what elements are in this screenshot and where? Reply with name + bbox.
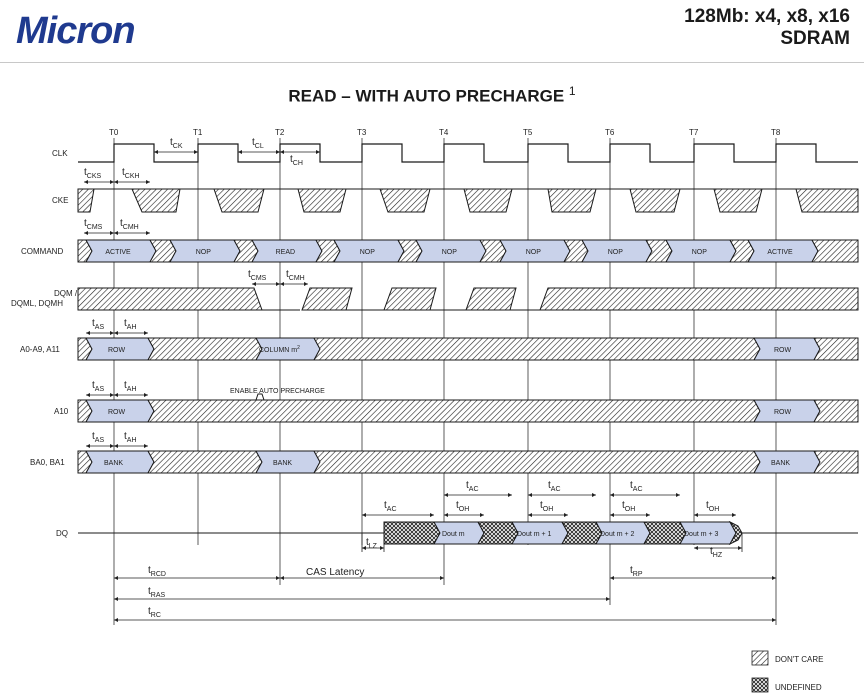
document-title: 128Mb: x4, x8, x16 SDRAM (684, 6, 850, 50)
tcks-label: tCKS (84, 167, 102, 180)
legend-undefined-label: UNDEFINED (775, 683, 822, 692)
dqm-waveform (77, 287, 859, 311)
tch-label: tCH (290, 154, 303, 167)
timing-labels: tCK tCL tCH tCKS tCKH tCMS tCMH tCMS tCMH tAS tAH t… (84, 137, 723, 619)
signal-label-ba: BA0, BA1 (30, 458, 65, 467)
legend-dont-care-swatch (751, 650, 769, 666)
tcl-label: tCL (252, 137, 264, 150)
command-label-8: ACTIVE (767, 249, 793, 256)
command-label-3: NOP (360, 249, 376, 256)
command-label-4: NOP (442, 249, 458, 256)
thz-label: tHZ (710, 546, 723, 559)
ba-bank-label-3: BANK (771, 460, 790, 467)
clock-tick-t6: T6 (605, 128, 615, 137)
clk-waveform (78, 143, 858, 163)
tac-label: tAC (384, 500, 397, 513)
clock-tick-t0: T0 (109, 128, 119, 137)
cas-latency-label: CAS Latency (306, 567, 364, 578)
tas-label-2: tAS (92, 380, 104, 393)
tcmh-label: tCMH (120, 218, 139, 231)
a10-row-label: ROW (108, 409, 126, 416)
legend-undefined-swatch (751, 677, 769, 693)
tck-label: tCK (170, 137, 183, 150)
bank-bus (77, 450, 859, 474)
signal-label-clk: CLK (52, 149, 68, 158)
toh-label: tOH (456, 500, 469, 513)
toh-label-2: tOH (540, 500, 553, 513)
a10-enable-note: ENABLE AUTO PRECHARGE (230, 388, 325, 395)
tac-label-2: tAC (466, 480, 479, 493)
timing-arrows (84, 150, 776, 622)
clock-tick-t2: T2 (275, 128, 285, 137)
trc-label: tRC (148, 606, 161, 619)
trcd-label: tRCD (148, 565, 166, 578)
command-label-1: NOP (196, 249, 212, 256)
clock-tick-t8: T8 (771, 128, 781, 137)
signal-label-command: COMMAND (21, 247, 63, 256)
diagram-title: READ – WITH AUTO PRECHARGE 1 (0, 84, 864, 107)
command-dont-care (811, 239, 859, 263)
dq-dout-m2: Dout m + 2 (600, 531, 635, 538)
tcmh-label-2: tCMH (286, 269, 305, 282)
clock-edge-lines (113, 138, 777, 625)
tas-label: tAS (92, 318, 104, 331)
clock-tick-t5: T5 (523, 128, 533, 137)
command-label-2: READ (276, 249, 295, 256)
signal-label-dq: DQ (56, 529, 68, 538)
address-bus (77, 337, 859, 361)
diagram-title-text: READ – WITH AUTO PRECHARGE (288, 86, 565, 106)
clock-tick-t7: T7 (689, 128, 699, 137)
tckh-label: tCKH (122, 167, 140, 180)
command-label-6: NOP (608, 249, 624, 256)
dq-dout-m: Dout m (442, 531, 465, 538)
addr-row-end-label: ROW (774, 347, 792, 354)
toh-label-4: tOH (706, 500, 719, 513)
command-label-0: ACTIVE (105, 249, 131, 256)
document-title-line1: 128Mb: x4, x8, x16 (684, 6, 850, 27)
diagram-title-note: 1 (568, 84, 576, 98)
tlz-label: tLZ (366, 537, 378, 550)
addr-column-note: 2 (297, 345, 300, 351)
legend-dont-care-label: DON'T CARE (775, 655, 824, 664)
command-label-5: NOP (526, 249, 542, 256)
a10-row-end-label: ROW (774, 409, 792, 416)
toh-label-3: tOH (622, 500, 635, 513)
ba-bank-label-2: BANK (273, 460, 292, 467)
ba-bank-label-1: BANK (104, 460, 123, 467)
tah-label: tAH (124, 318, 137, 331)
page-header: Micron 128Mb: x4, x8, x16 SDRAM (0, 0, 864, 63)
addr-row-label: ROW (108, 347, 126, 354)
signal-label-cke: CKE (52, 196, 68, 205)
trp-label: tRP (630, 565, 643, 578)
clock-tick-labels: T0 T1 T2 T3 T4 T5 T6 T7 T8 (109, 128, 781, 137)
tah-label-2: tAH (124, 380, 137, 393)
signal-label-a10: A10 (54, 407, 69, 416)
tac-label-3: tAC (548, 480, 561, 493)
command-bus: ACTIVE NOP READ NOP NOP NOP NOP NOP ACTIVE (77, 239, 859, 263)
tras-label: tRAS (148, 586, 166, 599)
tac-label-4: tAC (630, 480, 643, 493)
command-label-7: NOP (692, 249, 708, 256)
dq-bus (78, 520, 858, 546)
addr-column-label: COLUMN m2 (259, 345, 300, 354)
tcms-label: tCMS (84, 218, 103, 231)
a10-bus (77, 393, 859, 423)
signal-label-dqm-2: DQML, DQMH (11, 299, 63, 308)
tcms-label-2: tCMS (248, 269, 267, 282)
addr-column-text: COLUMN m (259, 347, 297, 354)
dq-dout-m3: Dout m + 3 (684, 531, 719, 538)
tas-label-3: tAS (92, 431, 104, 444)
signal-label-addr: A0-A9, A11 (20, 345, 60, 354)
document-title-line2: SDRAM (780, 28, 850, 49)
cke-waveform (77, 188, 859, 213)
tah-label-3: tAH (124, 431, 137, 444)
signal-label-dqm-1: DQM / (54, 289, 78, 298)
clock-tick-t4: T4 (439, 128, 449, 137)
dq-dout-m1: Dout m + 1 (517, 531, 552, 538)
clock-tick-t3: T3 (357, 128, 367, 137)
clock-tick-t1: T1 (193, 128, 203, 137)
micron-logo: Micron (16, 10, 136, 52)
